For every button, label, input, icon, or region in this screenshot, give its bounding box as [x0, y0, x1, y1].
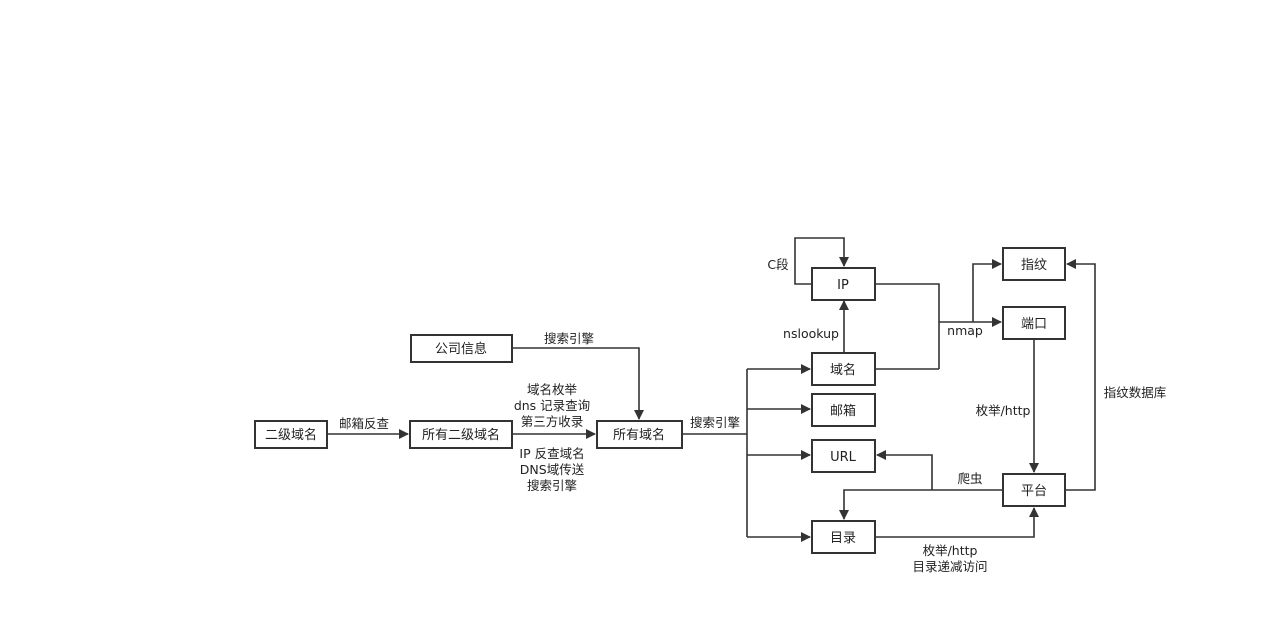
node-email-label: 邮箱: [830, 403, 856, 419]
edge-crawler-to-url: [876, 450, 933, 490]
nodes: 二级域名 所有二级域名 公司信息 所有域名 IP 域名 邮箱 U: [254, 247, 1066, 554]
edge-platform-to-directory: [839, 489, 1003, 520]
edge-nmap-to-fingerprint: [972, 259, 1002, 322]
node-second-level-domain: 二级域名: [254, 420, 328, 449]
node-directory: 目录: [811, 520, 876, 554]
label-more-method-2: DNS域传送: [520, 462, 585, 477]
node-port-label: 端口: [1021, 317, 1047, 332]
node-company-info: 公司信息: [410, 334, 513, 363]
node-url-label: URL: [830, 450, 857, 465]
label-email-reverse: 邮箱反查: [339, 416, 390, 431]
edge-ip-c-segment-loop: [794, 237, 849, 285]
edge-platform-to-fingerprint: [1065, 259, 1096, 491]
node-all-second-level-domains: 所有二级域名: [409, 420, 513, 449]
node-ip: IP: [811, 267, 876, 301]
label-fingerprint-db: 指纹数据库: [1104, 385, 1167, 400]
label-more-method-3: 搜索引擎: [527, 478, 577, 493]
label-collect-method-1: 域名枚举: [527, 382, 578, 397]
node-port: 端口: [1002, 306, 1066, 340]
edges: [327, 237, 1096, 542]
label-collect-method-2: dns 记录查询: [514, 398, 590, 413]
node-company-info-label: 公司信息: [435, 341, 487, 357]
node-platform: 平台: [1002, 473, 1066, 507]
label-enum-http-dir: 枚举/http: [923, 543, 978, 558]
node-all-domains: 所有域名: [596, 420, 683, 449]
edge-labels: 邮箱反查 搜索引擎 域名枚举 dns 记录查询 第三方收录 IP 反查域名 DN…: [339, 257, 1166, 574]
label-enum-http-port: 枚举/http: [976, 403, 1031, 418]
edge-directory-to-platform: [875, 507, 1039, 538]
node-email: 邮箱: [811, 393, 876, 427]
node-all-second-level-domains-label: 所有二级域名: [422, 427, 500, 443]
label-more-method-1: IP 反查域名: [519, 446, 584, 461]
label-nslookup: nslookup: [783, 326, 839, 341]
node-all-domains-label: 所有域名: [613, 427, 665, 443]
node-directory-label: 目录: [830, 531, 856, 546]
edge-company-info-to-all-domains: [512, 347, 644, 420]
node-second-level-domain-label: 二级域名: [265, 427, 317, 443]
label-crawler: 爬虫: [957, 471, 982, 486]
node-fingerprint-label: 指纹: [1021, 258, 1047, 273]
label-nmap: nmap: [947, 323, 983, 338]
node-fingerprint: 指纹: [1002, 247, 1066, 281]
label-collect-method-3: 第三方收录: [521, 414, 584, 429]
edge-ip-to-nmap: [875, 283, 940, 369]
node-domain-label: 域名: [830, 362, 856, 378]
label-search-engine-company: 搜索引擎: [544, 331, 594, 346]
node-platform-label: 平台: [1021, 484, 1047, 499]
node-ip-label: IP: [837, 278, 849, 293]
node-domain: 域名: [811, 352, 876, 386]
label-search-engine-all: 搜索引擎: [690, 415, 740, 430]
label-c-segment: C段: [767, 257, 788, 272]
node-url: URL: [811, 439, 876, 473]
label-dir-descend: 目录递减访问: [912, 559, 987, 574]
